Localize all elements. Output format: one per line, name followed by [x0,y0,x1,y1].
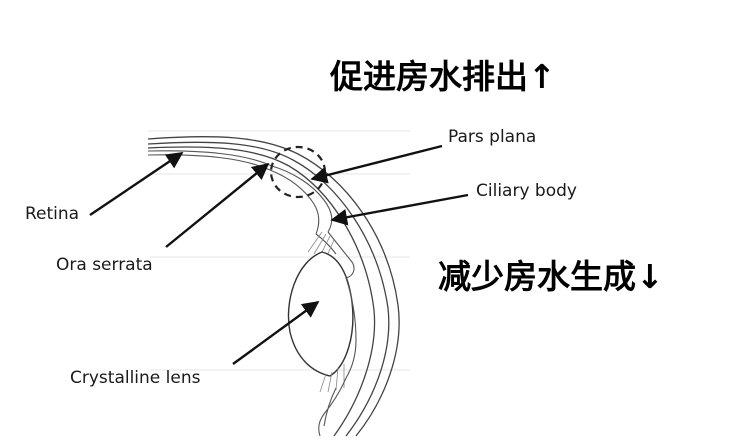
retina-layers [147,150,273,171]
crystalline-lens-arrow [232,301,320,365]
iris-lower-structures [318,277,357,437]
reduce-production-annotation: 减少房水生成↓ [438,257,664,296]
ora-serrata-arrow [165,162,270,248]
pars-plana-arrow [310,144,443,184]
sclera-layers [147,135,400,437]
ciliary-body-label: Ciliary body [476,181,577,201]
crystalline-lens-label: Crystalline lens [70,368,201,388]
zonule-fibers-bottom [319,364,345,393]
crystalline-lens-shape [287,251,354,377]
ciliary-body-arrow [330,193,469,226]
pars-plana-label: Pars plana [448,127,537,147]
promote-outflow-annotation: 促进房水排出↑ [330,57,556,96]
ora-serrata-label: Ora serrata [56,255,153,275]
retina-arrow [89,152,184,216]
retina-label: Retina [25,204,80,224]
label-arrows [89,144,469,365]
background-guide-lines [148,130,410,371]
